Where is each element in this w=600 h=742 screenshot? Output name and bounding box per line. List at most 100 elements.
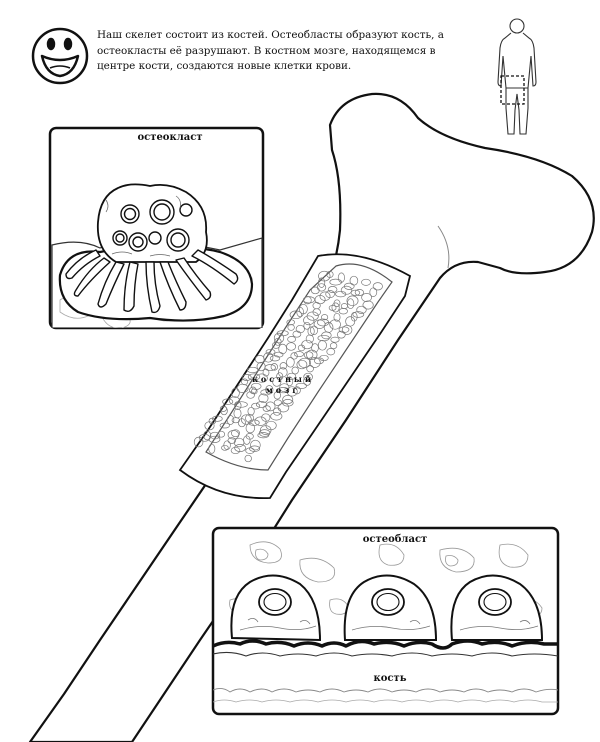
marrow-cell [346, 295, 359, 307]
marrow-cell [294, 351, 304, 358]
marrow-cell [247, 406, 255, 416]
marrow-cell [329, 319, 341, 330]
marrow-cell [282, 395, 294, 405]
marrow-cell [361, 278, 371, 286]
marrow-cell [250, 439, 261, 451]
marrow-cell [286, 372, 297, 380]
marrow-cell [296, 359, 308, 370]
marrow-cell [290, 352, 298, 360]
marrow-cell [203, 430, 212, 441]
marrow-cell [356, 305, 367, 314]
marrow-cell [303, 321, 311, 330]
marrow-cell [354, 289, 365, 296]
marrow-cell [311, 343, 319, 353]
marrow-cell [286, 357, 295, 368]
marrow-cell [244, 454, 252, 463]
marrow-cell [237, 418, 246, 428]
marrow-cell [265, 401, 276, 412]
marrow-cell [235, 401, 248, 408]
marrow-cell [231, 429, 240, 438]
marrow-cell [255, 373, 268, 383]
marrow-cell [287, 336, 296, 343]
marrow-cell [331, 302, 340, 313]
marrow-cell [313, 357, 325, 365]
marrow-cell [295, 382, 307, 389]
marrow-cell [306, 349, 318, 360]
marrow-cell [303, 296, 312, 305]
intro-caption: Наш скелет состоит из костей. Остеобласт… [97, 29, 444, 72]
marrow-cell [204, 421, 215, 431]
marrow-cell [282, 399, 294, 407]
femur-location-marker [500, 75, 525, 105]
marrow-cell [328, 305, 337, 311]
marrow-cell [286, 386, 298, 397]
marrow-cell [298, 357, 311, 368]
marrow-cell [273, 399, 282, 406]
marrow-cell [259, 425, 272, 435]
marrow-cell [303, 315, 315, 326]
marrow-cell [308, 357, 321, 368]
marrow-cell [245, 433, 254, 440]
marrow-cell [340, 285, 353, 295]
marrow-cell [346, 298, 355, 310]
marrow-cell [338, 308, 348, 315]
marrow-cell [326, 348, 336, 356]
marrow-cell [352, 311, 365, 318]
femur-inner-edge [437, 225, 450, 269]
marrow-cell [279, 362, 288, 370]
bone-marrow-label-line1: костный [252, 374, 314, 384]
marrow-cell [217, 430, 226, 438]
osteoblast-inset [211, 526, 560, 716]
marrow-cell [297, 344, 306, 352]
marrow-cell [317, 340, 327, 351]
smiley-face-icon [31, 27, 89, 85]
marrow-cell [208, 417, 217, 425]
marrow-cell [221, 444, 229, 451]
marrow-cell [227, 437, 237, 444]
marrow-cell [272, 376, 282, 387]
marrow-cell [269, 355, 281, 362]
marrow-cell [245, 422, 255, 434]
marrow-cell [249, 445, 261, 452]
marrow-cell [303, 351, 314, 359]
marrow-cell [277, 387, 290, 394]
marrow-cell [255, 401, 268, 408]
marrow-cell [372, 282, 383, 291]
marrow-cell [361, 293, 372, 302]
marrow-cell [264, 364, 276, 372]
marrow-cell [249, 386, 257, 394]
marrow-cell [289, 310, 303, 320]
marrow-cell [262, 368, 270, 377]
marrow-cell [241, 374, 252, 381]
marrow-cell [234, 401, 242, 410]
marrow-cell [211, 415, 223, 422]
marrow-cell [247, 373, 261, 381]
marrow-cell [219, 422, 230, 429]
marrow-cell [333, 312, 341, 322]
osteoblast-label: остеобласт [362, 534, 428, 545]
marrow-cell [208, 443, 216, 454]
osteoclast-label: остеокласт [137, 132, 203, 143]
marrow-cell [341, 324, 353, 335]
marrow-cell [321, 314, 329, 321]
osteoclast-inset [48, 126, 265, 330]
marrow-cell [220, 406, 228, 416]
marrow-cell [219, 405, 227, 412]
marrow-cell [231, 417, 240, 424]
marrow-cell [254, 416, 267, 426]
marrow-cell [226, 415, 235, 425]
marrow-cell [329, 278, 342, 286]
marrow-cell [350, 289, 361, 296]
marrow-cell [336, 330, 346, 339]
marrow-cell [209, 431, 221, 440]
marrow-cell [277, 402, 290, 413]
marrow-cell [246, 391, 255, 399]
marrow-cell [369, 287, 378, 297]
marrow-cell [305, 334, 314, 344]
marrow-cell [296, 307, 304, 318]
marrow-cell [251, 402, 261, 410]
marrow-cell [303, 376, 312, 386]
marrow-cell [293, 386, 301, 395]
bone-marrow-label: костный мозг [248, 374, 318, 396]
